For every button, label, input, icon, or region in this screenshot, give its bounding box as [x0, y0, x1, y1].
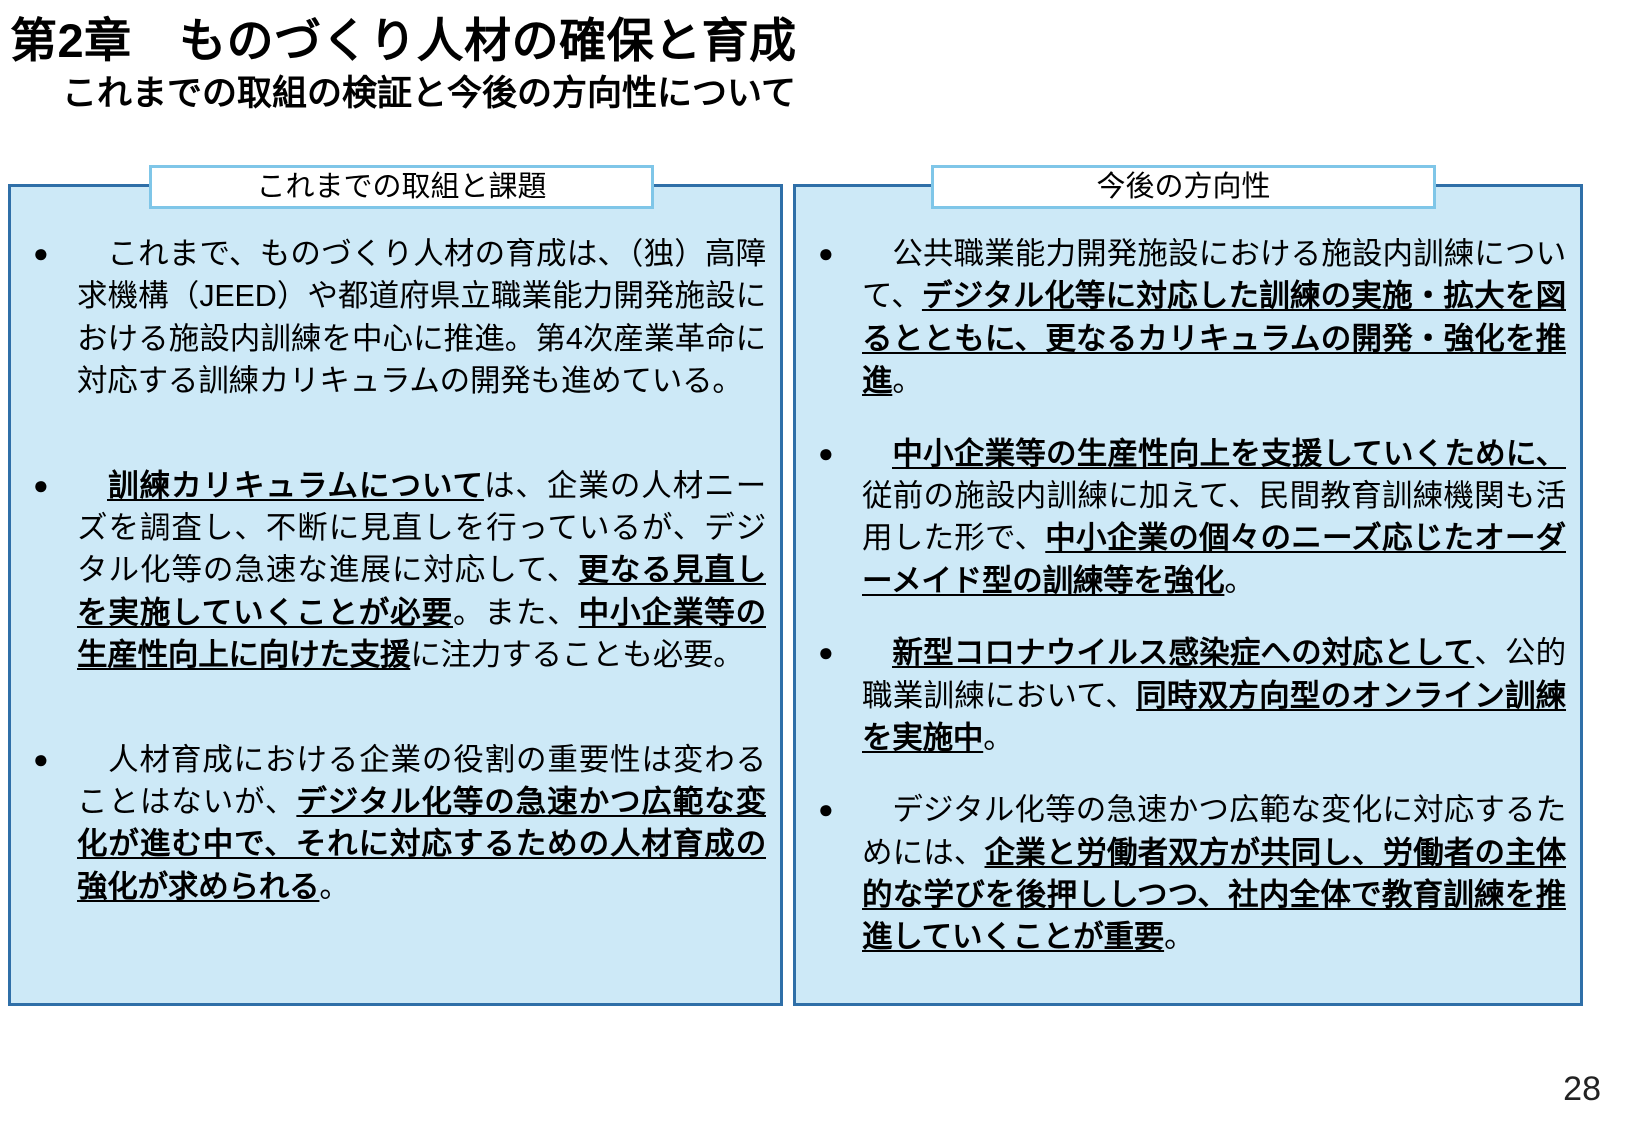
title-block: 第2章 ものづくり人材の確保と育成 これまでの取組の検証と今後の方向性について — [0, 0, 1625, 114]
plain-text: 。 — [319, 869, 350, 904]
panel-future-direction: 今後の方向性 ● 公共職業能力開発施設における施設内訓練について、デジタル化等に対… — [793, 165, 1583, 1006]
bullet-item: ● デジタル化等の急速かつ広範な変化に対応するためには、企業と労働者双方が共同し、… — [810, 789, 1566, 959]
bullet-text: これまで、ものづくり人材の育成は、（独）高障求機構（JEED）や都道府県立職業能… — [77, 233, 766, 403]
panel-right-body: ● 公共職業能力開発施設における施設内訓練について、デジタル化等に対応した訓練の実… — [796, 221, 1580, 1003]
bullet-item: ● これまで、ものづくり人材の育成は、（独）高障求機構（JEED）や都道府県立職業… — [25, 233, 766, 403]
plain-text: は、企業の人材ニーズを調査し、不断に見直しを行っているが、デジタル化等の急速な進… — [77, 468, 766, 588]
plain-text: 、公的職業訓練において、 — [862, 636, 1566, 713]
bullet-text: 人材育成における企業の役割の重要性は変わることはないが、デジタル化等の急速かつ広… — [77, 739, 766, 909]
page-number: 28 — [1563, 1070, 1601, 1108]
emphasized-text: デジタル化等に対応した訓練の実施・拡大を図るとともに、更なるカリキュラムの開発・… — [862, 279, 1566, 399]
plain-text: デジタル化等の急速かつ広範な変化に対応するためには、 — [862, 793, 1566, 870]
emphasized-text: 中小企業等の生産性向上を支援していくために、 — [892, 436, 1566, 471]
bullet-marker-icon: ● — [818, 437, 834, 468]
bullet-marker-icon: ● — [818, 794, 834, 825]
bullet-marker-icon: ● — [33, 469, 49, 500]
plain-text: これまで、ものづくり人材の育成は、（独）高障求機構（JEED）や都道府県立職業能… — [77, 237, 766, 399]
plain-text: 公共職業能力開発施設における施設内訓練について、 — [862, 237, 1566, 314]
emphasized-text: 同時双方向型のオンライン訓練を実施中 — [862, 678, 1567, 755]
page-title: 第2章 ものづくり人材の確保と育成 — [10, 14, 797, 67]
bullet-item: ● 新型コロナウイルス感染症への対応として、公的職業訓練において、同時双方向型のオ… — [810, 632, 1566, 759]
panel-left-header: これまでの取組と課題 — [149, 165, 654, 209]
emphasized-text: 訓練カリキュラムについて — [107, 468, 484, 503]
bullet-text: デジタル化等の急速かつ広範な変化に対応するためには、企業と労働者双方が共同し、労… — [862, 789, 1566, 959]
emphasized-text: 中小企業等の生産性向上に向けた支援 — [77, 595, 766, 673]
bullet-item: ● 中小企業等の生産性向上を支援していくために、従前の施設内訓練に加えて、民間教育… — [810, 433, 1566, 603]
bullet-item: ● 訓練カリキュラムについては、企業の人材ニーズを調査し、不断に見直しを行っている… — [25, 465, 766, 677]
plain-text: に注力することも必要。 — [410, 638, 744, 673]
plain-text: 。 — [1224, 563, 1255, 598]
panel-left-body: ● これまで、ものづくり人材の育成は、（独）高障求機構（JEED）や都道府県立職業… — [11, 221, 780, 1003]
plain-text: 。また、 — [453, 595, 579, 630]
plain-text: 従前の施設内訓練に加えて、民間教育訓練機関も活用した形で、 — [862, 478, 1566, 556]
bullet-text: 中小企業等の生産性向上を支援していくために、従前の施設内訓練に加えて、民間教育訓… — [862, 433, 1566, 603]
bullet-marker-icon: ● — [33, 238, 49, 268]
emphasized-text: 企業と労働者双方が共同し、労働者の主体的な学びを後押ししつつ、社内全体で教育訓練… — [862, 835, 1567, 955]
panel-past-efforts: これまでの取組と課題 ● これまで、ものづくり人材の育成は、（独）高障求機構（JE… — [8, 165, 783, 1006]
plain-text: 。 — [983, 720, 1014, 755]
bullet-item: ● 人材育成における企業の役割の重要性は変わることはないが、デジタル化等の急速かつ… — [25, 739, 766, 909]
bullet-text: 公共職業能力開発施設における施設内訓練について、デジタル化等に対応した訓練の実施… — [862, 233, 1566, 403]
bullet-text: 訓練カリキュラムについては、企業の人材ニーズを調査し、不断に見直しを行っているが… — [77, 465, 766, 677]
emphasized-text: 新型コロナウイルス感染症への対応として — [892, 636, 1475, 671]
plain-text: 。 — [1164, 920, 1195, 955]
emphasized-text: 更なる見直しを実施していくことが必要 — [77, 553, 766, 630]
panel-right-header: 今後の方向性 — [931, 165, 1436, 209]
page-subtitle: これまでの取組の検証と今後の方向性について — [62, 74, 796, 114]
bullet-text: 新型コロナウイルス感染症への対応として、公的職業訓練において、同時双方向型のオン… — [862, 632, 1566, 759]
bullet-marker-icon: ● — [818, 637, 834, 668]
emphasized-text: 中小企業の個々のニーズ応じたオーダーメイド型の訓練等を強化 — [862, 521, 1566, 598]
plain-text: 。 — [892, 364, 923, 399]
bullet-item: ● 公共職業能力開発施設における施設内訓練について、デジタル化等に対応した訓練の実… — [810, 233, 1566, 403]
emphasized-text: デジタル化等の急速かつ広範な変化が進む中で、それに対応するための人材育成の強化が… — [77, 784, 766, 904]
bullet-marker-icon: ● — [818, 238, 834, 268]
plain-text: 人材育成における企業の役割の重要性は変わることはないが、 — [77, 742, 766, 819]
bullet-marker-icon: ● — [33, 743, 49, 774]
